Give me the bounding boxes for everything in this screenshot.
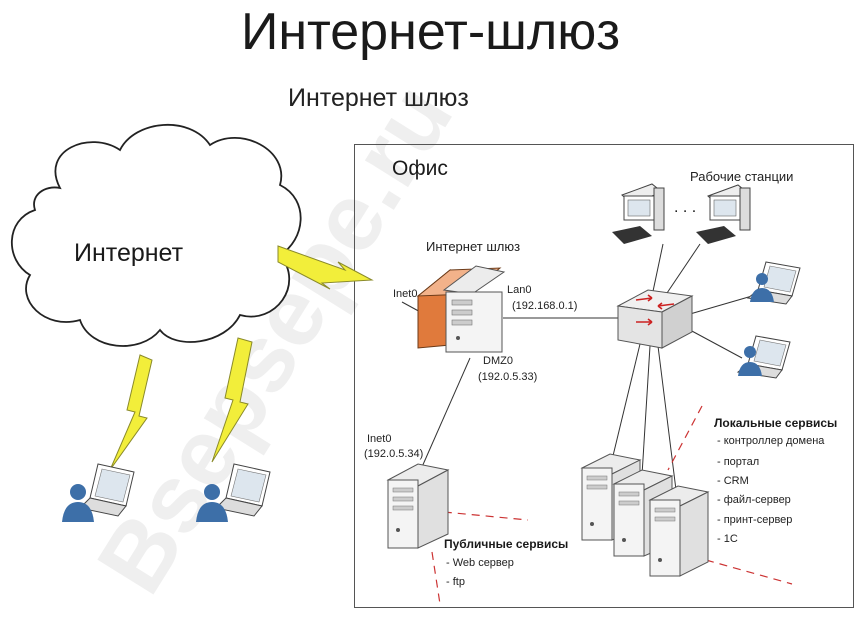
lightning-bolt-user1 bbox=[109, 354, 153, 471]
internet-label: Интернет bbox=[74, 239, 184, 267]
main-title: Интернет-шлюз bbox=[240, 3, 621, 61]
local-service-item: - 1С bbox=[717, 533, 738, 545]
workstation-icon-1 bbox=[612, 183, 665, 244]
network-switch-icon bbox=[616, 289, 694, 349]
local-service-item: - принт-сервер bbox=[717, 514, 793, 526]
local-server-icon-3 bbox=[648, 485, 710, 577]
office-label: Офис bbox=[392, 157, 448, 180]
public-services-title: Публичные сервисы bbox=[444, 537, 569, 551]
workstations-ellipsis: . . . bbox=[674, 199, 697, 216]
workstation-icon-2 bbox=[696, 184, 751, 244]
laptop-user-icon-2 bbox=[736, 335, 791, 379]
local-service-item: - файл-сервер bbox=[717, 494, 791, 506]
connection-lines bbox=[401, 243, 753, 491]
gateway-lan-port: Lan0 bbox=[507, 284, 532, 296]
gateway-inet-port: Inet0 bbox=[393, 288, 418, 300]
internet-cloud bbox=[10, 124, 302, 347]
remote-user-icon-2 bbox=[196, 463, 271, 522]
public-server-port: Inet0 bbox=[367, 433, 392, 445]
public-service-item: - Web сервер bbox=[446, 557, 514, 569]
gateway-server-icon bbox=[416, 265, 506, 353]
gateway-dmz-port: DMZ0 bbox=[483, 355, 513, 367]
diagram-subtitle: Интернет шлюз bbox=[288, 84, 469, 112]
gateway-lan-ip: (192.168.0.1) bbox=[512, 300, 578, 312]
local-services-title: Локальные сервисы bbox=[714, 416, 838, 430]
public-service-item: - ftp bbox=[446, 576, 465, 588]
public-server-ip: (192.0.5.34) bbox=[364, 448, 424, 460]
public-server-icon bbox=[386, 463, 450, 549]
workstations-label: Рабочие станции bbox=[690, 169, 794, 184]
local-service-item: - CRM bbox=[717, 475, 749, 487]
local-service-item: - портал bbox=[717, 456, 760, 468]
lightning-bolt-gateway bbox=[277, 245, 374, 290]
office-boundary bbox=[354, 144, 854, 608]
local-service-item: - контроллер домена bbox=[717, 435, 825, 447]
gateway-dmz-ip: (192.0.5.33) bbox=[478, 371, 538, 383]
laptop-user-icon-1 bbox=[746, 261, 801, 305]
remote-user-icon-1 bbox=[62, 463, 135, 522]
gateway-label: Интернет шлюз bbox=[426, 239, 521, 254]
lightning-bolt-user2 bbox=[211, 337, 253, 463]
